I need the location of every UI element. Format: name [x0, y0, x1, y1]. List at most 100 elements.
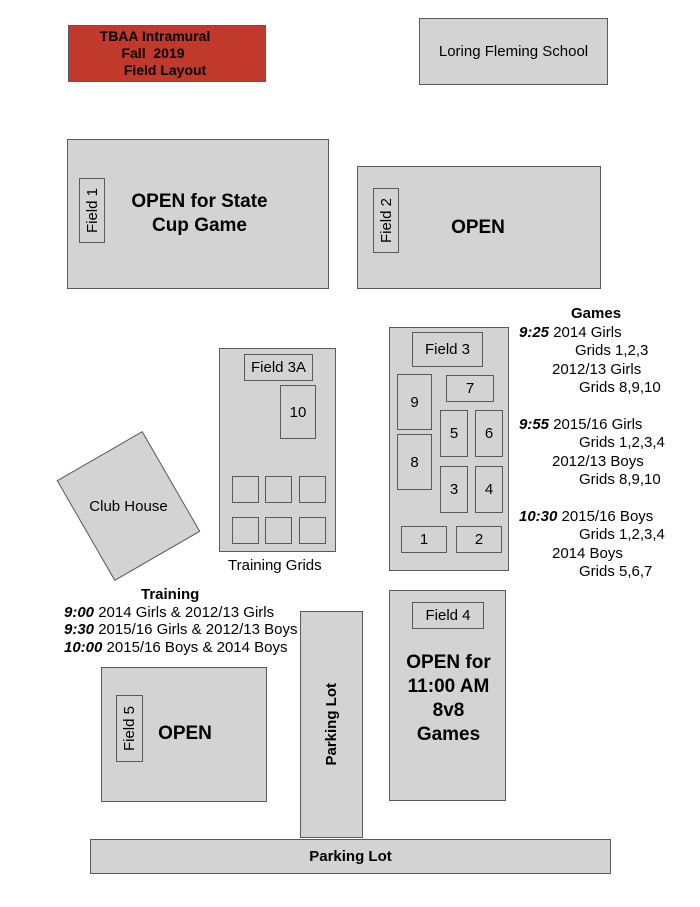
- grid-8: 8: [397, 434, 432, 490]
- parking-lot-bottom-label: Parking Lot: [309, 848, 392, 865]
- games-slot-1: 9:25 2014 Girls Grids 1,2,3 2012/13 Girl…: [519, 324, 689, 398]
- field-4-status-line-2: 11:00 AM: [407, 676, 490, 697]
- grid-6-label: 6: [484, 425, 494, 442]
- games-slot-2-first-team: 2015/16 Girls: [553, 415, 643, 433]
- games-slot-2-first: 9:55 2015/16 Girls: [519, 416, 689, 435]
- training-grid-3: [299, 476, 326, 503]
- training-grid-1: [232, 476, 259, 503]
- grid-5-label: 5: [449, 425, 459, 442]
- field-4-status-line-4: Games: [416, 724, 481, 745]
- field-1-status: OPEN for State Cup Game: [112, 190, 287, 238]
- games-slot-1-first: 9:25 2014 Girls: [519, 324, 689, 343]
- grid-3-label: 3: [449, 481, 459, 498]
- field-1: Field 1 OPEN for State Cup Game: [67, 139, 329, 289]
- games-slot-3-second-grids: Grids 5,6,7: [579, 563, 653, 580]
- training-grids-label: Training Grids: [228, 557, 322, 574]
- grid-3: 3: [440, 466, 468, 513]
- field-4-status: OPEN for 11:00 AM 8v8 Games: [390, 651, 507, 747]
- training-slot-1: 9:00 2014 Girls & 2012/13 Girls: [64, 604, 298, 622]
- grid-5: 5: [440, 410, 468, 457]
- field-3a: Field 3A 10: [219, 348, 336, 552]
- field-5-status: OPEN: [158, 723, 212, 744]
- grid-8-label: 8: [410, 453, 419, 471]
- training-grid-4: [232, 517, 259, 544]
- field-3-tag: Field 3: [412, 332, 483, 367]
- training-slot-2-time: 9:30: [64, 621, 95, 638]
- training-slot-3-time: 10:00: [64, 638, 103, 656]
- grid-9-label: 9: [410, 393, 419, 411]
- field-2-label: Field 2: [377, 197, 395, 244]
- games-slot-2-second: 2012/13 Boys: [552, 452, 644, 470]
- school-label: Loring Fleming School: [438, 43, 589, 60]
- games-slot-3-second: 2014 Boys: [552, 544, 623, 562]
- club-house-label: Club House: [89, 497, 168, 515]
- field-5: Field 5 OPEN: [101, 667, 267, 802]
- field-1-status-line-2: Cup Game: [151, 215, 248, 236]
- school-building: Loring Fleming School: [419, 18, 608, 85]
- games-slot-3: 10:30 2015/16 Boys Grids 1,2,3,4 2014 Bo…: [519, 508, 689, 582]
- grid-10: 10: [280, 385, 316, 439]
- parking-lot-bottom: Parking Lot: [90, 839, 611, 874]
- field-4-status-line-3: 8v8: [432, 700, 465, 721]
- field-3-label: Field 3: [424, 341, 471, 358]
- field-4: Field 4 OPEN for 11:00 AM 8v8 Games: [389, 590, 506, 801]
- grid-7-label: 7: [465, 380, 475, 397]
- title-line-3: Field Layout: [123, 62, 207, 78]
- field-1-label: Field 1: [83, 187, 101, 234]
- training-schedule: Training 9:00 2014 Girls & 2012/13 Girls…: [64, 586, 298, 656]
- games-slot-1-first-grids: Grids 1,2,3: [575, 342, 649, 359]
- training-heading: Training: [141, 586, 200, 603]
- training-grid-6: [299, 517, 326, 544]
- games-slot-3-first-team: 2015/16 Boys: [561, 507, 654, 525]
- field-5-tag: Field 5: [116, 695, 143, 762]
- training-slot-3: 10:00 2015/16 Boys & 2014 Boys: [64, 639, 298, 657]
- training-slot-2-teams: 2015/16 Girls & 2012/13 Boys: [98, 621, 298, 638]
- training-slot-3-teams: 2015/16 Boys & 2014 Boys: [106, 638, 288, 656]
- games-slot-3-first: 10:30 2015/16 Boys: [519, 508, 689, 527]
- field-1-status-line-1: OPEN for State: [131, 191, 268, 212]
- games-slot-1-second-grids: Grids 8,9,10: [579, 379, 661, 396]
- grid-1: 1: [401, 526, 447, 553]
- field-3a-tag: Field 3A: [244, 354, 313, 381]
- field-2-status: OPEN: [451, 217, 505, 238]
- grid-2-label: 2: [474, 531, 484, 548]
- field-2-tag: Field 2: [373, 188, 399, 253]
- field-3: Field 3 9 7 5 6 8 3 4 1 2: [389, 327, 509, 571]
- grid-4-label: 4: [484, 481, 494, 498]
- parking-lot-vertical-label: Parking Lot: [323, 683, 340, 766]
- title-line-2: Fall 2019: [121, 45, 185, 61]
- games-slot-1-time: 9:25: [519, 323, 550, 341]
- training-grid-5: [265, 517, 292, 544]
- grid-10-label: 10: [289, 403, 307, 421]
- training-slot-1-teams: 2014 Girls & 2012/13 Girls: [98, 603, 275, 621]
- title-line-1: TBAA Intramural: [99, 28, 211, 44]
- training-grid-2: [265, 476, 292, 503]
- field-5-label: Field 5: [121, 705, 138, 752]
- grid-6: 6: [475, 410, 503, 457]
- field-2: Field 2 OPEN: [357, 166, 601, 289]
- grid-4: 4: [475, 466, 503, 513]
- games-slot-3-first-grids: Grids 1,2,3,4: [579, 526, 665, 543]
- games-slot-2-first-grids: Grids 1,2,3,4: [579, 434, 665, 451]
- games-heading: Games: [571, 305, 622, 322]
- title-block: TBAA Intramural Fall 2019 Field Layout: [68, 25, 266, 82]
- grid-9: 9: [397, 374, 432, 430]
- games-slot-1-second: 2012/13 Girls: [552, 360, 642, 378]
- field-3a-label: Field 3A: [250, 359, 307, 376]
- field-4-status-line-1: OPEN for: [406, 652, 491, 673]
- grid-1-label: 1: [419, 531, 429, 548]
- parking-lot-vertical: Parking Lot: [300, 611, 363, 838]
- training-slot-2: 9:30 2015/16 Girls & 2012/13 Boys: [64, 621, 298, 639]
- club-house: Club House: [56, 431, 201, 581]
- games-slot-2: 9:55 2015/16 Girls Grids 1,2,3,4 2012/13…: [519, 416, 689, 490]
- games-slot-3-time: 10:30: [519, 507, 558, 525]
- training-slot-1-time: 9:00: [64, 603, 95, 621]
- grid-7: 7: [446, 375, 494, 402]
- field-4-label: Field 4: [425, 607, 471, 624]
- games-slot-2-second-grids: Grids 8,9,10: [579, 471, 661, 488]
- games-schedule: Games 9:25 2014 Girls Grids 1,2,3 2012/1…: [519, 305, 689, 582]
- field-4-tag: Field 4: [412, 602, 484, 629]
- games-slot-1-first-team: 2014 Girls: [553, 323, 622, 341]
- games-slot-2-time: 9:55: [519, 415, 550, 433]
- grid-2: 2: [456, 526, 502, 553]
